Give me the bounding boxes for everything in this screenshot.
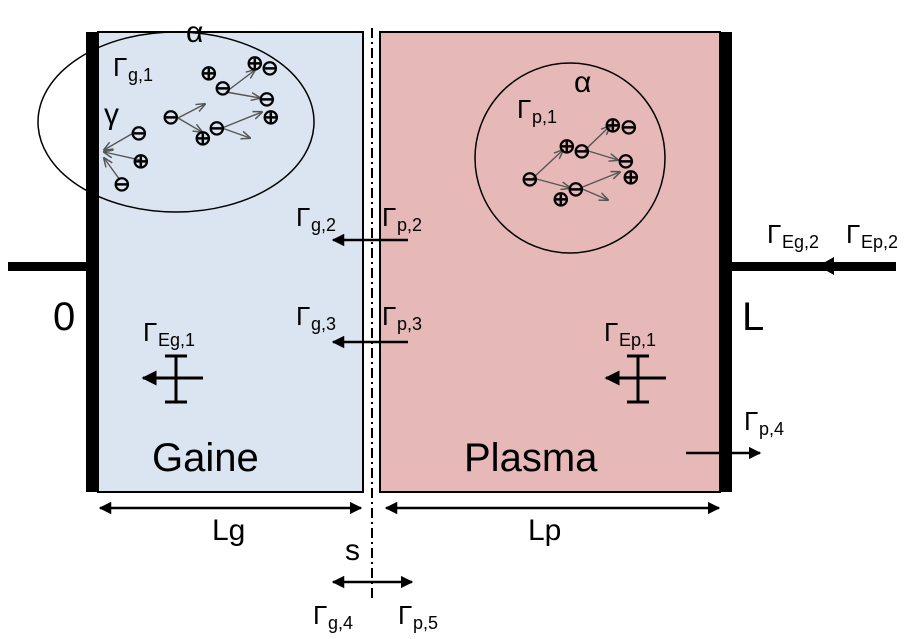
right-electrode xyxy=(721,32,732,492)
flux-main: Γ xyxy=(382,301,396,331)
flux-main: Γ xyxy=(382,202,396,232)
electron-symbol: ⊖ xyxy=(567,178,585,201)
gaine-label: Gaine xyxy=(152,436,259,480)
gaine-particles: ⊕ ⊖ ⊕ ⊖ ⊖ ⊖ ⊕ ⊖ ⊕ ⊖ ⊕ ⊖ xyxy=(113,52,280,196)
electron-symbol: ⊖ xyxy=(261,57,279,80)
flux-main: Γ xyxy=(296,202,310,232)
electron-symbol: ⊖ xyxy=(214,77,232,100)
gaine-avalanche-arrows xyxy=(104,70,262,181)
flux-main: Γ xyxy=(846,219,860,249)
electron-symbol: ⊖ xyxy=(130,122,148,145)
plasma-region xyxy=(379,31,721,493)
flux-main: Γ xyxy=(744,406,758,436)
flux-subscript: p,3 xyxy=(397,314,422,334)
plasma-ionization-zone xyxy=(474,62,666,254)
flux-label-ep2: Γ Ep,2 xyxy=(846,219,898,252)
origin-label: 0 xyxy=(53,295,75,339)
interface-label: s xyxy=(345,534,360,567)
flux-subscript: p,5 xyxy=(413,613,438,633)
flux-label-p4: Γ p,4 xyxy=(744,406,784,439)
electron-symbol: ⊖ xyxy=(258,88,276,111)
alpha-plasma-label: α xyxy=(574,66,591,99)
ion-symbol: ⊕ xyxy=(194,127,212,150)
flux-subscript: Ep,1 xyxy=(619,330,656,350)
energy-flux-gaine-symbol xyxy=(141,354,203,404)
ion-symbol: ⊕ xyxy=(622,166,640,189)
gamma-label: γ xyxy=(104,98,119,131)
plasma-avalanche-arrows xyxy=(532,126,620,200)
flux-label-eg2: Γ Eg,2 xyxy=(767,219,819,252)
electron-symbol: ⊖ xyxy=(521,168,539,191)
flux-subscript: Eg,1 xyxy=(158,330,195,350)
right-lead-wire xyxy=(730,262,896,271)
ion-symbol: ⊕ xyxy=(552,188,570,211)
end-label: L xyxy=(742,295,764,339)
flux-subscript: p,4 xyxy=(759,419,784,439)
ion-symbol: ⊕ xyxy=(200,62,218,85)
gaine-length-label: Lg xyxy=(212,514,245,547)
flux-main: Γ xyxy=(313,600,327,630)
flux-label-g1: Γ g,1 xyxy=(113,52,153,85)
electron-symbol: ⊖ xyxy=(208,117,226,140)
flux-main: Γ xyxy=(517,94,531,124)
flux-subscript: p,2 xyxy=(397,215,422,235)
electron-symbol: ⊖ xyxy=(573,140,591,163)
flux-main: Γ xyxy=(604,317,618,347)
ion-symbol: ⊕ xyxy=(262,106,280,129)
electron-symbol: ⊖ xyxy=(113,173,131,196)
ion-symbol: ⊕ xyxy=(246,52,264,75)
flux-label-g4: Γ g,4 xyxy=(313,600,353,633)
flux-main: Γ xyxy=(143,317,157,347)
flux-label-p2: Γ p,2 xyxy=(382,202,422,235)
electron-symbol: ⊖ xyxy=(617,150,635,173)
left-electrode xyxy=(86,32,97,492)
flux-label-eg1: Γ Eg,1 xyxy=(143,317,195,350)
flux-subscript: g,1 xyxy=(128,65,153,85)
flux-label-ep1: Γ Ep,1 xyxy=(604,317,656,350)
flux-subscript: g,3 xyxy=(311,314,336,334)
flux-label-g2: Γ g,2 xyxy=(296,202,336,235)
flux-subscript: p,1 xyxy=(532,107,557,127)
flux-label-p5: Γ p,5 xyxy=(398,600,438,633)
plasma-particles: ⊕ ⊖ ⊕ ⊖ ⊖ ⊕ ⊖ ⊖ ⊕ xyxy=(521,114,640,211)
left-lead-wire xyxy=(8,262,88,271)
plasma-label: Plasma xyxy=(464,436,598,480)
flux-main: Γ xyxy=(296,301,310,331)
ion-symbol: ⊕ xyxy=(132,150,150,173)
flux-main: Γ xyxy=(113,52,127,82)
alpha-gaine-label: α xyxy=(186,16,203,49)
flux-subscript: g,2 xyxy=(311,215,336,235)
flux-label-p1: Γ p,1 xyxy=(517,94,557,127)
incoming-arrowhead-e2 xyxy=(818,257,834,275)
electron-symbol: ⊖ xyxy=(162,106,180,129)
ion-symbol: ⊕ xyxy=(558,135,576,158)
plasma-length-label: Lp xyxy=(528,514,561,547)
flux-label-p3: Γ p,3 xyxy=(382,301,422,334)
flux-subscript: g,4 xyxy=(328,613,353,633)
gaine-region xyxy=(97,31,364,493)
flux-subscript: Eg,2 xyxy=(782,232,819,252)
electron-symbol: ⊖ xyxy=(620,116,638,139)
flux-subscript: Ep,2 xyxy=(861,232,898,252)
flux-main: Γ xyxy=(767,219,781,249)
flux-label-g3: Γ g,3 xyxy=(296,301,336,334)
flux-main: Γ xyxy=(398,600,412,630)
gaine-ionization-zone xyxy=(37,31,315,213)
energy-flux-plasma-symbol xyxy=(604,354,666,404)
ion-symbol: ⊕ xyxy=(604,114,622,137)
